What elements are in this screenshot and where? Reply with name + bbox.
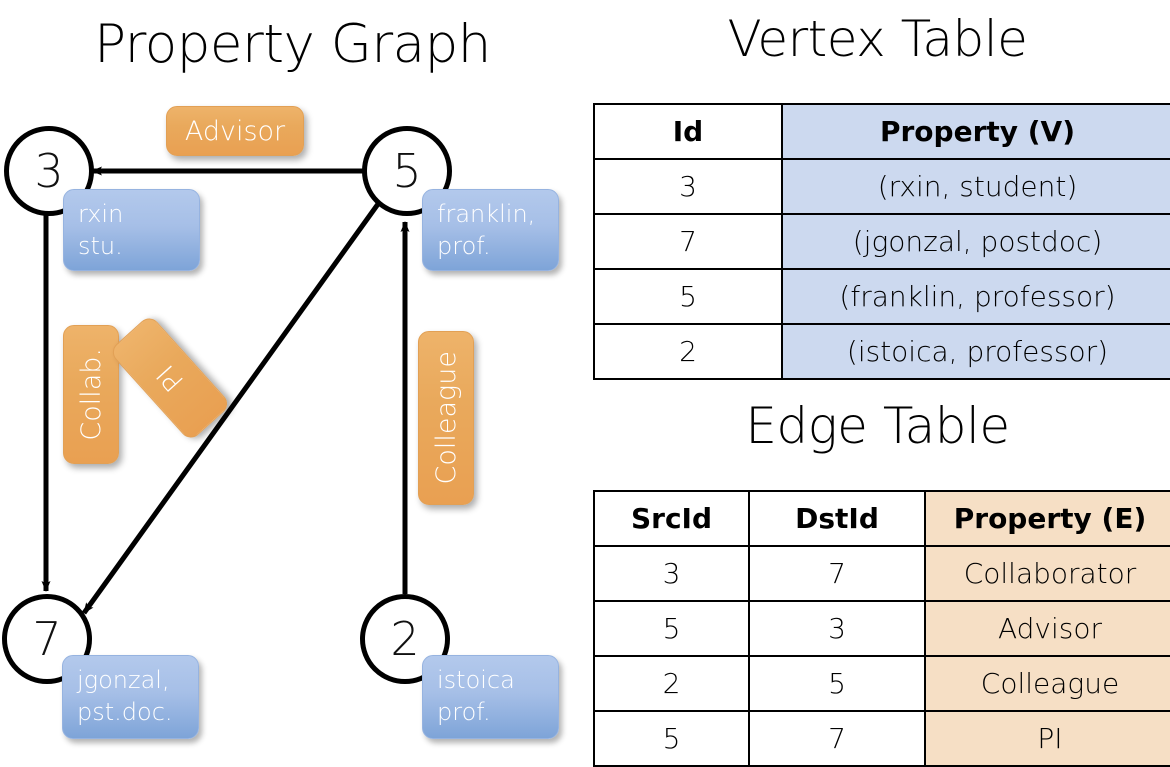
edge-cell-srcid: 5 (593, 710, 750, 767)
edge-label-colleague: Colleague (418, 331, 474, 505)
edge-cell-property: Colleague (924, 655, 1170, 712)
table-row: 7 (jgonzal, postdoc) (593, 213, 1170, 270)
node-property-line-2: stu. (78, 231, 123, 260)
edge-header-srcid: SrcId (593, 490, 750, 547)
edge-label-text: Collab. (75, 348, 107, 441)
graph-node-2[interactable]: 2 (360, 594, 450, 684)
edge-cell-srcid: 3 (593, 545, 750, 602)
vertex-header-property: Property (V) (781, 103, 1170, 160)
edge-cell-dstid: 7 (748, 710, 926, 767)
node-property-box-7: jgonzal, pst.doc. (62, 655, 199, 739)
vertex-cell-property: (jgonzal, postdoc) (781, 213, 1170, 270)
table-row: 3 (rxin, student) (593, 158, 1170, 215)
node-property-line-2: prof. (437, 231, 491, 260)
vertex-header-id: Id (593, 103, 783, 160)
table-row: 5 3 Advisor (593, 600, 1170, 657)
page-title-property-graph: Property Graph (94, 14, 491, 75)
property-graph-panel: Property Graph 3 5 7 2 rxin stu. frankli… (0, 0, 585, 760)
edge-cell-dstid: 3 (748, 600, 926, 657)
vertex-cell-id: 3 (593, 158, 783, 215)
node-property-box-5: franklin, prof. (422, 189, 559, 271)
vertex-cell-property: (franklin, professor) (781, 268, 1170, 325)
edge-label-text: Advisor (184, 115, 286, 147)
table-header-row: SrcId DstId Property (E) (593, 490, 1170, 547)
node-property-line-2: prof. (437, 697, 491, 726)
edge-header-dstid: DstId (748, 490, 926, 547)
vertex-cell-id: 5 (593, 268, 783, 325)
edge-table: SrcId DstId Property (E) 3 7 Collaborato… (593, 490, 1170, 767)
edge-label-advisor: Advisor (166, 106, 304, 156)
table-row: 3 7 Collaborator (593, 545, 1170, 602)
edge-label-collab: Collab. (63, 325, 119, 464)
table-row: 5 7 PI (593, 710, 1170, 767)
page-title-vertex-table: Vertex Table (727, 10, 1028, 68)
edge-label-text: Colleague (430, 351, 462, 485)
node-property-line-1: jgonzal, (77, 666, 170, 694)
node-property-line-2: pst.doc. (77, 697, 173, 726)
table-header-row: Id Property (V) (593, 103, 1170, 160)
edge-cell-srcid: 5 (593, 600, 750, 657)
node-property-line-1: rxin (78, 200, 124, 228)
edge-cell-property: PI (924, 710, 1170, 767)
table-row: 2 5 Colleague (593, 655, 1170, 712)
vertex-cell-id: 7 (593, 213, 783, 270)
vertex-cell-property: (istoica, professor) (781, 323, 1170, 380)
edge-cell-dstid: 7 (748, 545, 926, 602)
edge-cell-property: Collaborator (924, 545, 1170, 602)
edge-arrow-5-to-7 (81, 202, 381, 615)
node-property-line-1: istoica (437, 666, 515, 694)
vertex-cell-property: (rxin, student) (781, 158, 1170, 215)
page-title-edge-table: Edge Table (745, 397, 1010, 455)
edge-header-property: Property (E) (924, 490, 1170, 547)
edge-cell-srcid: 2 (593, 655, 750, 712)
vertex-cell-id: 2 (593, 323, 783, 380)
graph-node-5[interactable]: 5 (362, 126, 452, 216)
edge-cell-property: Advisor (924, 600, 1170, 657)
table-row: 5 (franklin, professor) (593, 268, 1170, 325)
node-property-box-3: rxin stu. (63, 189, 200, 271)
vertex-table: Id Property (V) 3 (rxin, student) 7 (jgo… (593, 103, 1170, 380)
table-row: 2 (istoica, professor) (593, 323, 1170, 380)
graph-edges-layer (41, 166, 410, 615)
node-property-line-1: franklin, (437, 200, 536, 228)
edge-label-text: PI (150, 358, 190, 398)
node-property-box-2: istoica prof. (422, 655, 559, 739)
edge-cell-dstid: 5 (748, 655, 926, 712)
